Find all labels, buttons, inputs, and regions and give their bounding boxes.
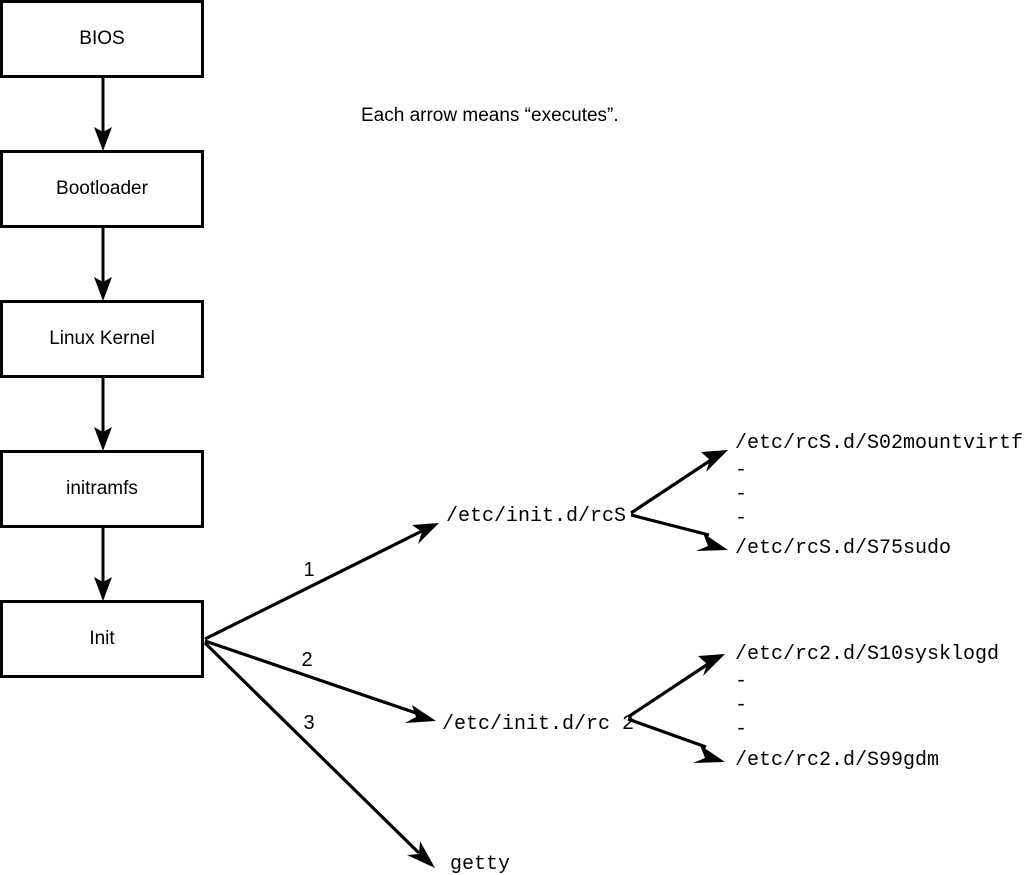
- rcs-ellipsis-dash-1: -: [735, 459, 747, 482]
- rcs-ellipsis-dash-2: -: [735, 483, 747, 506]
- arrow-init-branch-2: [204, 639, 436, 723]
- node-bios-box[interactable]: [0, 0, 204, 78]
- rc2-ellipsis-dash-2: -: [735, 694, 747, 717]
- node-bios-label: BIOS: [79, 28, 124, 49]
- node-linux-kernel-label: Linux Kernel: [49, 328, 155, 349]
- legend-note: Each arrow means “executes”.: [361, 105, 619, 126]
- arrow-bootloader-to-kernel: [94, 227, 112, 301]
- arrow-kernel-to-initramfs: [94, 377, 112, 451]
- arrow-rcs-to-last-script: [630, 513, 728, 551]
- arrow-init-branch-3: [203, 641, 435, 868]
- node-initramfs[interactable]: initramfs: [0, 450, 204, 528]
- label-init-d-rc2[interactable]: /etc/init.d/rc 2: [442, 713, 634, 736]
- arrow-bios-to-bootloader: [94, 77, 112, 151]
- rcs-ellipsis-dash-3: -: [735, 507, 747, 530]
- node-bootloader-label: Bootloader: [56, 178, 149, 199]
- node-initramfs-label: initramfs: [66, 478, 138, 499]
- node-bootloader[interactable]: Bootloader: [0, 150, 204, 228]
- node-bootloader-box[interactable]: [0, 150, 204, 228]
- label-rcs-last-script[interactable]: /etc/rcS.d/S75sudo: [735, 537, 951, 560]
- arrow-init-branch-1: [204, 523, 439, 641]
- node-initramfs-box[interactable]: [0, 450, 204, 528]
- arrow-rcs-to-first-script: [630, 450, 728, 515]
- node-bios[interactable]: BIOS: [0, 0, 204, 78]
- arrow-initramfs-to-init: [94, 527, 112, 601]
- label-rcs-first-script[interactable]: /etc/rcS.d/S02mountvirtfs: [735, 432, 1024, 455]
- arrow-rc2-to-first-script: [627, 654, 725, 719]
- node-init-label: Init: [89, 628, 115, 649]
- label-init-d-rcs[interactable]: /etc/init.d/rcS: [446, 505, 626, 528]
- rc2-ellipsis-dash-3: -: [735, 718, 747, 741]
- node-linux-kernel-box[interactable]: [0, 300, 204, 378]
- label-rc2-first-script[interactable]: /etc/rc2.d/S10sysklogd: [735, 643, 999, 666]
- rc2-ellipsis-dash-1: -: [735, 670, 747, 693]
- edge-number-2: 2: [301, 649, 312, 671]
- edge-number-3: 3: [303, 712, 314, 734]
- arrow-rc2-to-last-script: [627, 717, 725, 763]
- edge-number-1: 1: [303, 559, 314, 581]
- label-getty[interactable]: getty: [450, 853, 510, 875]
- node-init[interactable]: Init: [0, 600, 204, 678]
- node-linux-kernel[interactable]: Linux Kernel: [0, 300, 204, 378]
- label-rc2-last-script[interactable]: /etc/rc2.d/S99gdm: [735, 749, 939, 772]
- node-init-box[interactable]: [0, 600, 204, 678]
